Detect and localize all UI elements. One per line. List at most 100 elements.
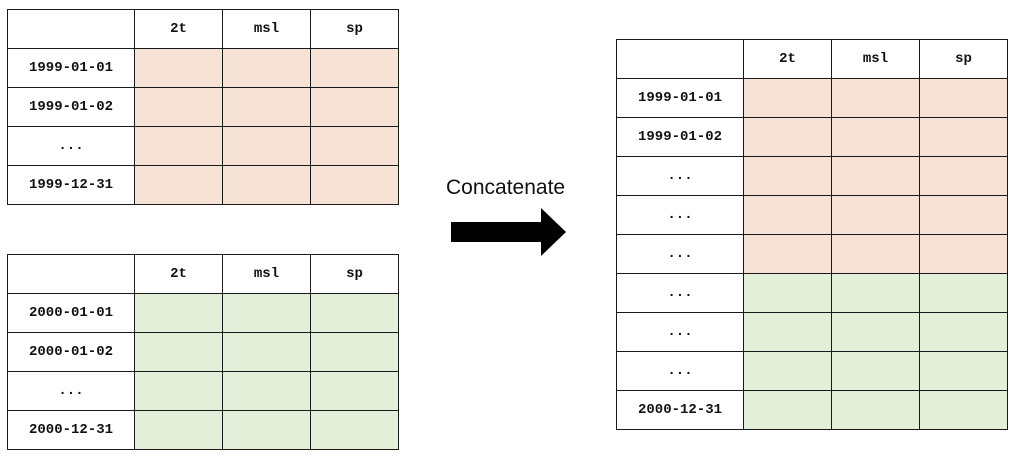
value-cell <box>222 165 311 205</box>
table-row: ... <box>616 351 1008 391</box>
value-cell <box>831 78 920 118</box>
arrow-shape <box>451 208 566 256</box>
value-cell <box>919 117 1008 157</box>
value-cell <box>831 117 920 157</box>
table-row: 1999-12-31 <box>7 165 399 205</box>
row-index-cell: 1999-12-31 <box>7 165 135 205</box>
value-cell <box>310 48 399 88</box>
value-cell <box>919 390 1008 430</box>
value-cell <box>310 87 399 127</box>
value-cell <box>310 126 399 166</box>
column-header: msl <box>222 9 311 49</box>
value-cell <box>919 234 1008 274</box>
value-cell <box>134 165 223 205</box>
row-index-cell: ... <box>7 126 135 166</box>
column-header: msl <box>222 254 311 294</box>
value-cell <box>743 117 832 157</box>
value-cell <box>222 332 311 372</box>
value-cell <box>743 390 832 430</box>
table-row: ... <box>616 312 1008 352</box>
value-cell <box>222 410 311 450</box>
value-cell <box>310 332 399 372</box>
row-index-cell: ... <box>616 156 744 196</box>
value-cell <box>743 156 832 196</box>
value-cell <box>831 273 920 313</box>
table-row: 2000-01-01 <box>7 293 399 333</box>
column-header: msl <box>831 39 920 79</box>
table-row: ... <box>616 273 1008 313</box>
value-cell <box>919 312 1008 352</box>
row-index-cell: ... <box>616 351 744 391</box>
table-row: 2000-12-31 <box>616 390 1008 430</box>
column-header: 2t <box>134 9 223 49</box>
value-cell <box>743 273 832 313</box>
value-cell <box>831 156 920 196</box>
value-cell <box>134 371 223 411</box>
column-header: 2t <box>743 39 832 79</box>
row-index-cell: 1999-01-01 <box>7 48 135 88</box>
table-row: 1999-01-01 <box>616 78 1008 118</box>
table-row: ... <box>616 195 1008 235</box>
value-cell <box>831 234 920 274</box>
value-cell <box>743 195 832 235</box>
value-cell <box>743 351 832 391</box>
value-cell <box>310 410 399 450</box>
row-index-cell: ... <box>7 371 135 411</box>
value-cell <box>222 87 311 127</box>
value-cell <box>743 234 832 274</box>
value-cell <box>134 293 223 333</box>
table-row: 1999-01-02 <box>7 87 399 127</box>
row-index-cell: 1999-01-02 <box>7 87 135 127</box>
row-index-cell: 2000-12-31 <box>7 410 135 450</box>
value-cell <box>222 371 311 411</box>
value-cell <box>831 312 920 352</box>
value-cell <box>831 390 920 430</box>
value-cell <box>310 293 399 333</box>
table-row: 2000-01-02 <box>7 332 399 372</box>
column-header: sp <box>919 39 1008 79</box>
value-cell <box>310 165 399 205</box>
value-cell <box>919 195 1008 235</box>
value-cell <box>919 273 1008 313</box>
value-cell <box>134 87 223 127</box>
table-row: 1999-01-01 <box>7 48 399 88</box>
value-cell <box>743 312 832 352</box>
corner-cell <box>616 39 744 79</box>
value-cell <box>222 293 311 333</box>
row-index-cell: 2000-01-01 <box>7 293 135 333</box>
table-row: ... <box>7 371 399 411</box>
value-cell <box>134 126 223 166</box>
right-arrow-icon <box>451 208 566 256</box>
corner-cell <box>7 9 135 49</box>
column-header: sp <box>310 254 399 294</box>
table-row: 2000-12-31 <box>7 410 399 450</box>
row-index-cell: ... <box>616 195 744 235</box>
value-cell <box>919 351 1008 391</box>
column-header: 2t <box>134 254 223 294</box>
value-cell <box>134 48 223 88</box>
table-row: ... <box>616 234 1008 274</box>
value-cell <box>919 156 1008 196</box>
value-cell <box>222 48 311 88</box>
value-cell <box>134 332 223 372</box>
value-cell <box>831 195 920 235</box>
row-index-cell: 1999-01-01 <box>616 78 744 118</box>
row-index-cell: 2000-01-02 <box>7 332 135 372</box>
concatenate-label: Concatenate <box>446 176 566 199</box>
value-cell <box>831 351 920 391</box>
column-header: sp <box>310 9 399 49</box>
value-cell <box>743 78 832 118</box>
table-row: 1999-01-02 <box>616 117 1008 157</box>
value-cell <box>310 371 399 411</box>
row-index-cell: ... <box>616 312 744 352</box>
row-index-cell: 1999-01-02 <box>616 117 744 157</box>
value-cell <box>919 78 1008 118</box>
